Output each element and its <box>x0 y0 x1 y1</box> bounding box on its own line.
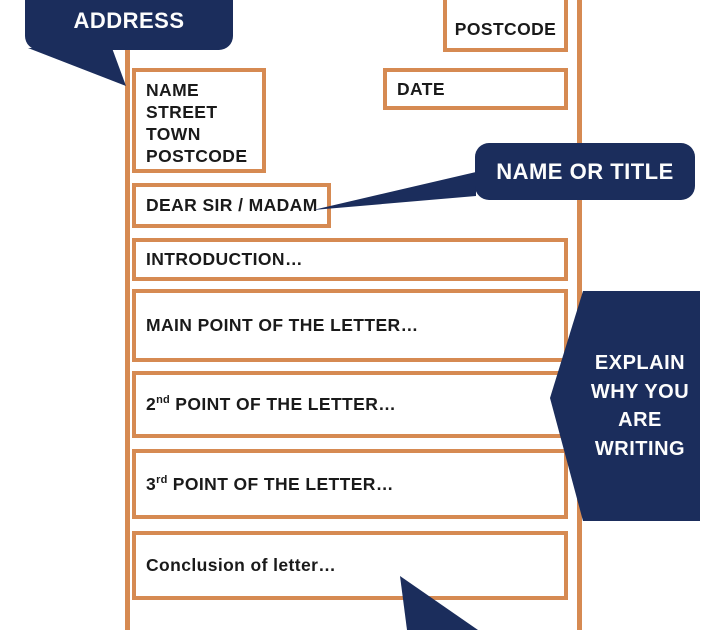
main-point-box: MAIN POINT OF THE LETTER… <box>132 289 568 362</box>
name-or-title-callout-label: NAME OR TITLE <box>496 158 674 184</box>
explain-why-line: WHY YOU <box>590 380 690 403</box>
sender-address-line: NAME <box>146 80 200 100</box>
date-box: DATE <box>383 68 568 110</box>
name-or-title-callout-tail <box>313 172 476 210</box>
explain-why-line: ARE <box>618 409 662 431</box>
address-callout-tail <box>28 48 126 86</box>
introduction-label: INTRODUCTION… <box>146 249 303 269</box>
second-point-box: 2nd POINT OF THE LETTER… <box>132 371 568 438</box>
explain-why-callout: EXPLAIN WHY YOU ARE WRITING <box>550 291 700 521</box>
address-callout-label: ADDRESS <box>73 8 185 33</box>
introduction-box: INTRODUCTION… <box>132 238 568 281</box>
sender-address-line: STREET <box>146 102 218 122</box>
sender-address-line: POSTCODE <box>146 146 248 166</box>
explain-why-line: EXPLAIN <box>594 352 686 374</box>
date-label: DATE <box>397 78 445 99</box>
sender-address-box: NAME STREET TOWN POSTCODE <box>132 68 266 173</box>
recipient-postcode-label: POSTCODE <box>454 19 557 39</box>
third-point-label: 3rd POINT OF THE LETTER… <box>146 473 394 494</box>
salutation-label: DEAR SIR / MADAM <box>146 195 318 215</box>
name-or-title-callout: NAME OR TITLE <box>475 143 695 200</box>
sender-address-line: TOWN <box>146 124 201 144</box>
page-left-border <box>125 0 130 630</box>
conclusion-box: Conclusion of letter… <box>132 531 568 600</box>
main-point-label: MAIN POINT OF THE LETTER… <box>146 315 419 335</box>
conclusion-label: Conclusion of letter… <box>146 555 337 575</box>
second-point-label: 2nd POINT OF THE LETTER… <box>146 394 397 414</box>
recipient-postcode-box: POSTCODE <box>443 0 568 52</box>
address-callout: ADDRESS <box>25 0 233 50</box>
third-point-box: 3rd POINT OF THE LETTER… <box>132 449 568 519</box>
explain-why-line: WRITING <box>594 437 686 460</box>
salutation-box: DEAR SIR / MADAM <box>132 183 331 228</box>
